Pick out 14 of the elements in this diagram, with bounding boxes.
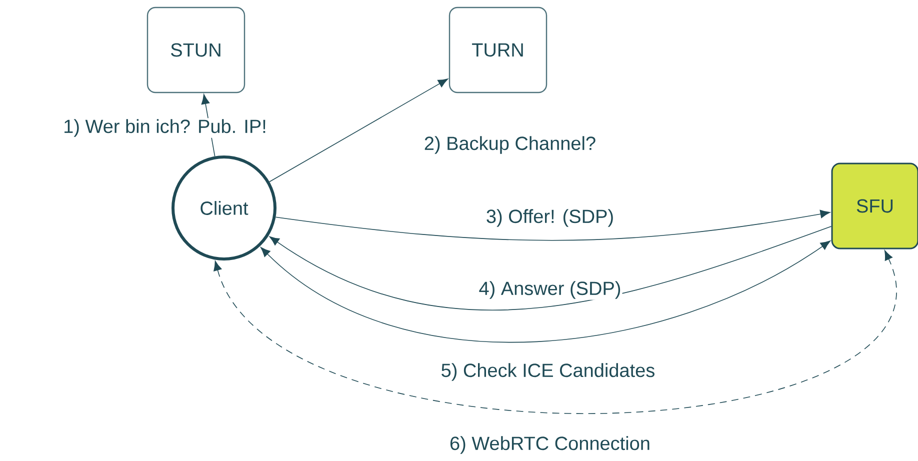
edge-label: 5) Check ICE Candidates xyxy=(440,362,656,382)
edge-label: 6) WebRTC Connection xyxy=(448,435,652,455)
arrow xyxy=(260,240,830,342)
edge-label: 1) Wer bin ich? Pub. IP! xyxy=(62,118,268,138)
arrow xyxy=(214,250,896,414)
edge-label: 2) Backup Channel? xyxy=(422,135,598,155)
server-box: SFU xyxy=(831,162,918,250)
arrow xyxy=(269,226,832,311)
server-box: TURN xyxy=(448,6,548,94)
arrow xyxy=(275,210,830,241)
edge-label: 4) Answer (SDP) xyxy=(478,280,622,300)
server-box: STUN xyxy=(146,6,246,94)
arrow xyxy=(269,78,448,182)
edge-label: 3) Offer! (SDP) xyxy=(484,208,616,228)
